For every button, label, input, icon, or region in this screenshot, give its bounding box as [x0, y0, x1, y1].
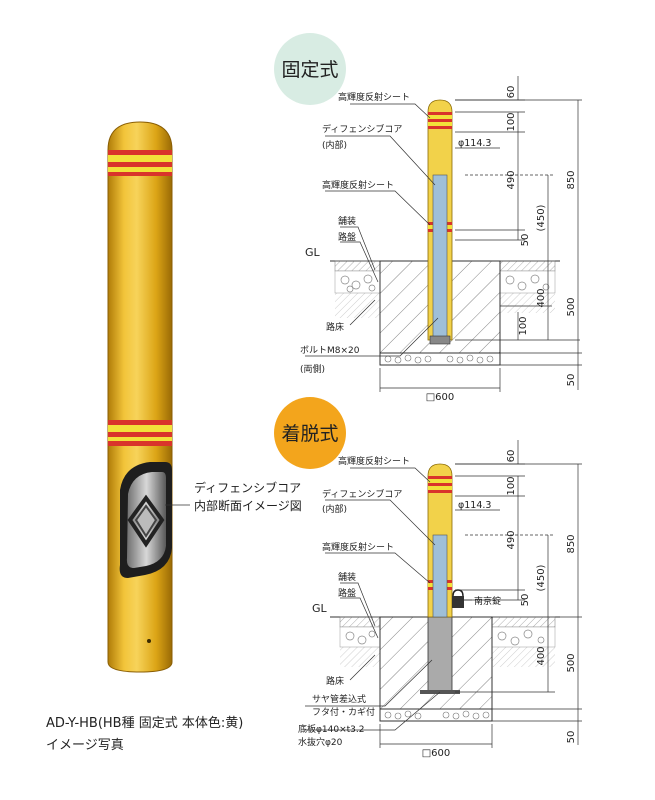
drain-hole: [147, 639, 151, 643]
fixed-diagram: 固定式 GL: [274, 33, 582, 403]
bollard-photo: [107, 121, 173, 673]
removable-drain-label: 水抜穴φ20: [298, 736, 343, 748]
fixed-core-sub-label: (内部): [322, 139, 347, 151]
removable-paving-label: 舗装: [338, 571, 356, 583]
fixed-dim-60: 60: [506, 86, 517, 99]
removable-dim-50-bottom: 50: [566, 731, 577, 744]
removable-dim-850: 850: [566, 534, 577, 553]
removable-core-label: ディフェンシブコア: [322, 488, 402, 500]
photo-caption-line-1: AD-Y-HB(HB種 固定式 本体色:黄): [46, 716, 244, 731]
top-reflective-band: [108, 150, 172, 176]
mid-reflective-band: [108, 420, 172, 446]
removable-dim-490: 490: [506, 530, 517, 549]
fixed-reflect-mid-label: 高輝度反射シート: [322, 179, 394, 191]
removable-lock-label: 南京錠: [474, 595, 501, 607]
fixed-bolt-sub-label: (両側): [300, 363, 325, 375]
fixed-dim-500: 500: [566, 297, 577, 316]
removable-subgrade-label: 路床: [326, 675, 344, 687]
removable-sleeve-label: サヤ管差込式: [312, 693, 366, 705]
fixed-subgrade-label: 路床: [326, 321, 344, 333]
core-cross-section: [119, 462, 172, 578]
fixed-core: [432, 174, 448, 341]
photo-caption-line-2: イメージ写真: [46, 738, 124, 753]
fixed-roadbed-label: 路盤: [338, 231, 356, 243]
removable-dim-50: 50: [520, 594, 531, 607]
removable-diagram: 着脱式 GL: [274, 397, 582, 759]
removable-reflect-mid-label: 高輝度反射シート: [322, 541, 394, 553]
fixed-reflect-top-label: 高輝度反射シート: [338, 91, 410, 103]
fixed-paving-label: 舗装: [338, 215, 356, 227]
removable-sleeve-sub-label: フタ付・カギ付: [312, 707, 375, 718]
fixed-dim-850: 850: [566, 170, 577, 189]
fixed-dim-100-bottom: 100: [518, 316, 529, 335]
removable-reflect-top-label: 高輝度反射シート: [338, 455, 410, 467]
removable-core-sub-label: (内部): [322, 503, 347, 515]
callout-line-1: ディフェンシブコア: [194, 480, 301, 495]
fixed-bolt-label: ボルトM8×20: [300, 345, 360, 356]
removable-width-label: □600: [422, 748, 451, 759]
fixed-diameter-label: φ114.3: [458, 138, 491, 149]
fixed-dim-50: 50: [520, 234, 531, 247]
fixed-dim-400: 400: [536, 288, 547, 307]
removable-dim-500: 500: [566, 653, 577, 672]
removable-dim-450: (450): [536, 564, 547, 591]
fixed-dim-450: (450): [536, 204, 547, 231]
removable-dim-100: 100: [506, 476, 517, 495]
fixed-core-label: ディフェンシブコア: [322, 123, 402, 135]
removable-core: [432, 534, 448, 618]
removable-dim-60: 60: [506, 450, 517, 463]
removable-plate-label: 底板φ140×t3.2: [298, 723, 365, 735]
fixed-width-label: □600: [426, 392, 455, 403]
removable-roadbed-label: 路盤: [338, 587, 356, 599]
padlock-icon: [452, 589, 464, 608]
removable-dim-400: 400: [536, 646, 547, 665]
removable-diameter-label: φ114.3: [458, 500, 491, 511]
removable-sleeve: [427, 616, 453, 693]
removable-gl-label: GL: [312, 602, 328, 615]
callout-line-2: 内部断面イメージ図: [194, 498, 302, 513]
bollard-body: [107, 121, 173, 673]
fixed-dim-100-top: 100: [506, 112, 517, 131]
fixed-gl-label: GL: [305, 246, 321, 259]
fixed-badge-label: 固定式: [281, 59, 338, 81]
removable-badge: [274, 397, 346, 469]
fixed-dim-490: 490: [506, 170, 517, 189]
fixed-dim-50-bottom: 50: [566, 374, 577, 387]
removable-badge-label: 着脱式: [281, 423, 338, 445]
fixed-badge: [274, 33, 346, 105]
